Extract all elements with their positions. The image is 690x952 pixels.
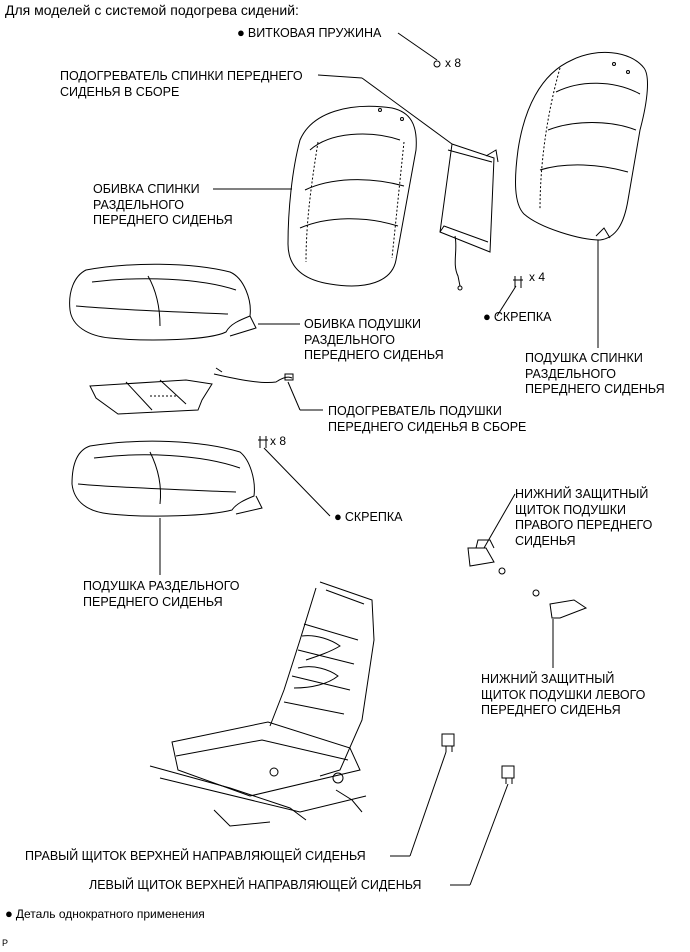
diagram-title: Для моделей с системой подогрева сидений…: [5, 2, 299, 18]
drawing-code: P: [2, 938, 9, 948]
clip-upper-qty: x 4: [529, 270, 546, 284]
legend: Деталь однократного применения: [5, 907, 205, 921]
cushion-heater-label: ПОДОГРЕВАТЕЛЬ ПОДУШКИ ПЕРЕДНЕГО СИДЕНЬЯ …: [328, 404, 527, 434]
leader-lines: [159, 32, 599, 886]
seatback-pad-drawing: [515, 51, 648, 241]
coil-spring-qty: x 8: [445, 56, 462, 70]
back-pad-label: ПОДУШКА СПИНКИ РАЗДЕЛЬНОГО ПЕРЕДНЕГО СИД…: [525, 351, 665, 396]
back-heater-label: ПОДОГРЕВАТЕЛЬ СПИНКИ ПЕРЕДНЕГО СИДЕНЬЯ В…: [60, 69, 303, 99]
back-cover-label: ОБИВКА СПИНКИ РАЗДЕЛЬНОГО ПЕРЕДНЕГО СИДЕ…: [93, 182, 233, 227]
cushion-cover-drawing: [69, 263, 257, 341]
clip-upper-label: СКРЕПКА: [483, 309, 552, 326]
cushion-pad-label: ПОДУШКА РАЗДЕЛЬНОГО ПЕРЕДНЕГО СИДЕНЬЯ: [83, 579, 240, 609]
seatback-cover-drawing: [287, 105, 417, 287]
clip-lower-label: СКРЕПКА: [334, 509, 403, 526]
right-shield-label: НИЖНИЙ ЗАЩИТНЫЙ ЩИТОК ПОДУШКИ ПРАВОГО ПЕ…: [515, 487, 653, 548]
seat-frame-drawing: [149, 581, 375, 827]
cushion-cover-label: ОБИВКА ПОДУШКИ РАЗДЕЛЬНОГО ПЕРЕДНЕГО СИД…: [304, 317, 444, 362]
right-rail-cover-label: ПРАВЫЙ ЩИТОК ВЕРХНЕЙ НАПРАВЛЯЮЩЕЙ СИДЕНЬ…: [25, 849, 366, 863]
cushion-heater-drawing: [89, 367, 294, 415]
left-shield-label: НИЖНИЙ ЗАЩИТНЫЙ ЩИТОК ПОДУШКИ ЛЕВОГО ПЕР…: [481, 672, 646, 717]
clip-lower-text: СКРЕПКА: [344, 510, 403, 524]
clip-upper-text: СКРЕПКА: [493, 310, 552, 324]
coil-spring-label: ВИТКОВАЯ ПРУЖИНА: [237, 25, 381, 42]
seatback-heater-drawing: [439, 143, 499, 291]
coil-spring-text: ВИТКОВАЯ ПРУЖИНА: [247, 26, 382, 40]
small-parts-drawing: [258, 60, 588, 784]
cushion-pad-drawing: [71, 440, 263, 517]
left-rail-cover-label: ЛЕВЫЙ ЩИТОК ВЕРХНЕЙ НАПРАВЛЯЮЩЕЙ СИДЕНЬЯ: [89, 878, 422, 892]
clip-lower-qty: x 8: [270, 434, 287, 448]
legend-text: Деталь однократного применения: [15, 907, 205, 921]
